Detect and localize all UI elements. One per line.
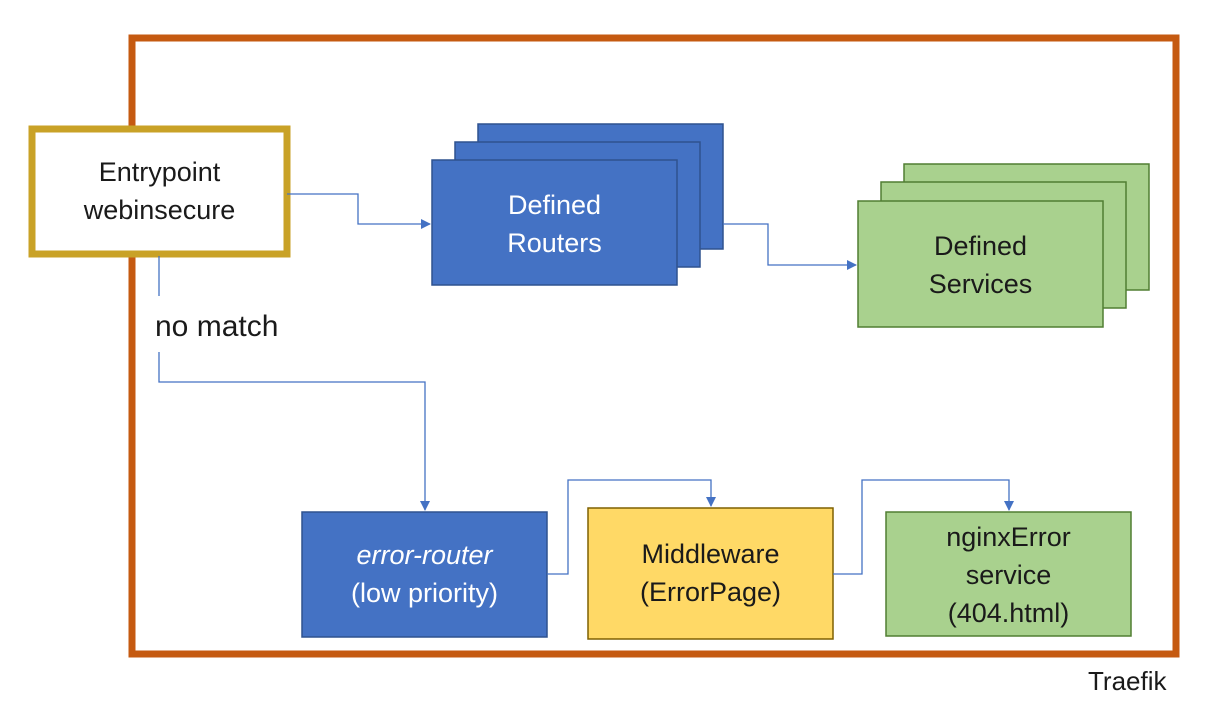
middleware-label: Middleware (ErrorPage): [588, 535, 833, 611]
routers-label: Defined Routers: [432, 186, 677, 262]
services-stack: [857, 163, 1150, 328]
error-router-label: error-router (low priority): [302, 536, 547, 612]
nginx-error-label-line2: service: [965, 560, 1052, 590]
nginx-error-box: [885, 511, 1132, 637]
entrypoint-label-line1: Entrypoint: [98, 157, 221, 187]
entrypoint-label: Entrypoint webinsecure: [32, 153, 287, 229]
connector-no-match-error-router: [158, 352, 430, 511]
traefik-frame-label: Traefik: [1088, 666, 1167, 696]
services-label: Defined Services: [858, 227, 1103, 303]
nginx-error-label-line1: nginxError: [946, 522, 1071, 552]
middleware-box: [587, 507, 834, 640]
middleware-label-line2: (ErrorPage): [639, 577, 782, 607]
traefik-frame: [128, 34, 1180, 658]
nginx-error-label: nginxError service (404.html): [886, 518, 1131, 632]
middleware-label-line1: Middleware: [641, 539, 780, 569]
services-label-line2: Services: [928, 269, 1033, 299]
connector-entrypoint-routers: [287, 193, 431, 229]
connector-error-router-middleware: [547, 479, 716, 575]
connector-routers-services: [723, 223, 857, 270]
routers-stack: [431, 123, 724, 286]
entrypoint-box: [28, 125, 291, 258]
routers-label-line1: Defined: [507, 190, 602, 220]
entrypoint-label-line2: webinsecure: [83, 195, 236, 225]
no-match-label: no match: [155, 308, 279, 346]
error-router-label-line2: (low priority): [350, 578, 498, 608]
error-router-box: [301, 511, 548, 638]
routers-label-line2: Routers: [507, 228, 602, 258]
services-label-line1: Defined: [933, 231, 1028, 261]
error-router-label-line1: error-router: [356, 540, 493, 570]
connector-middleware-nginx-error: [833, 479, 1014, 575]
nginx-error-label-line3: (404.html): [947, 598, 1070, 628]
